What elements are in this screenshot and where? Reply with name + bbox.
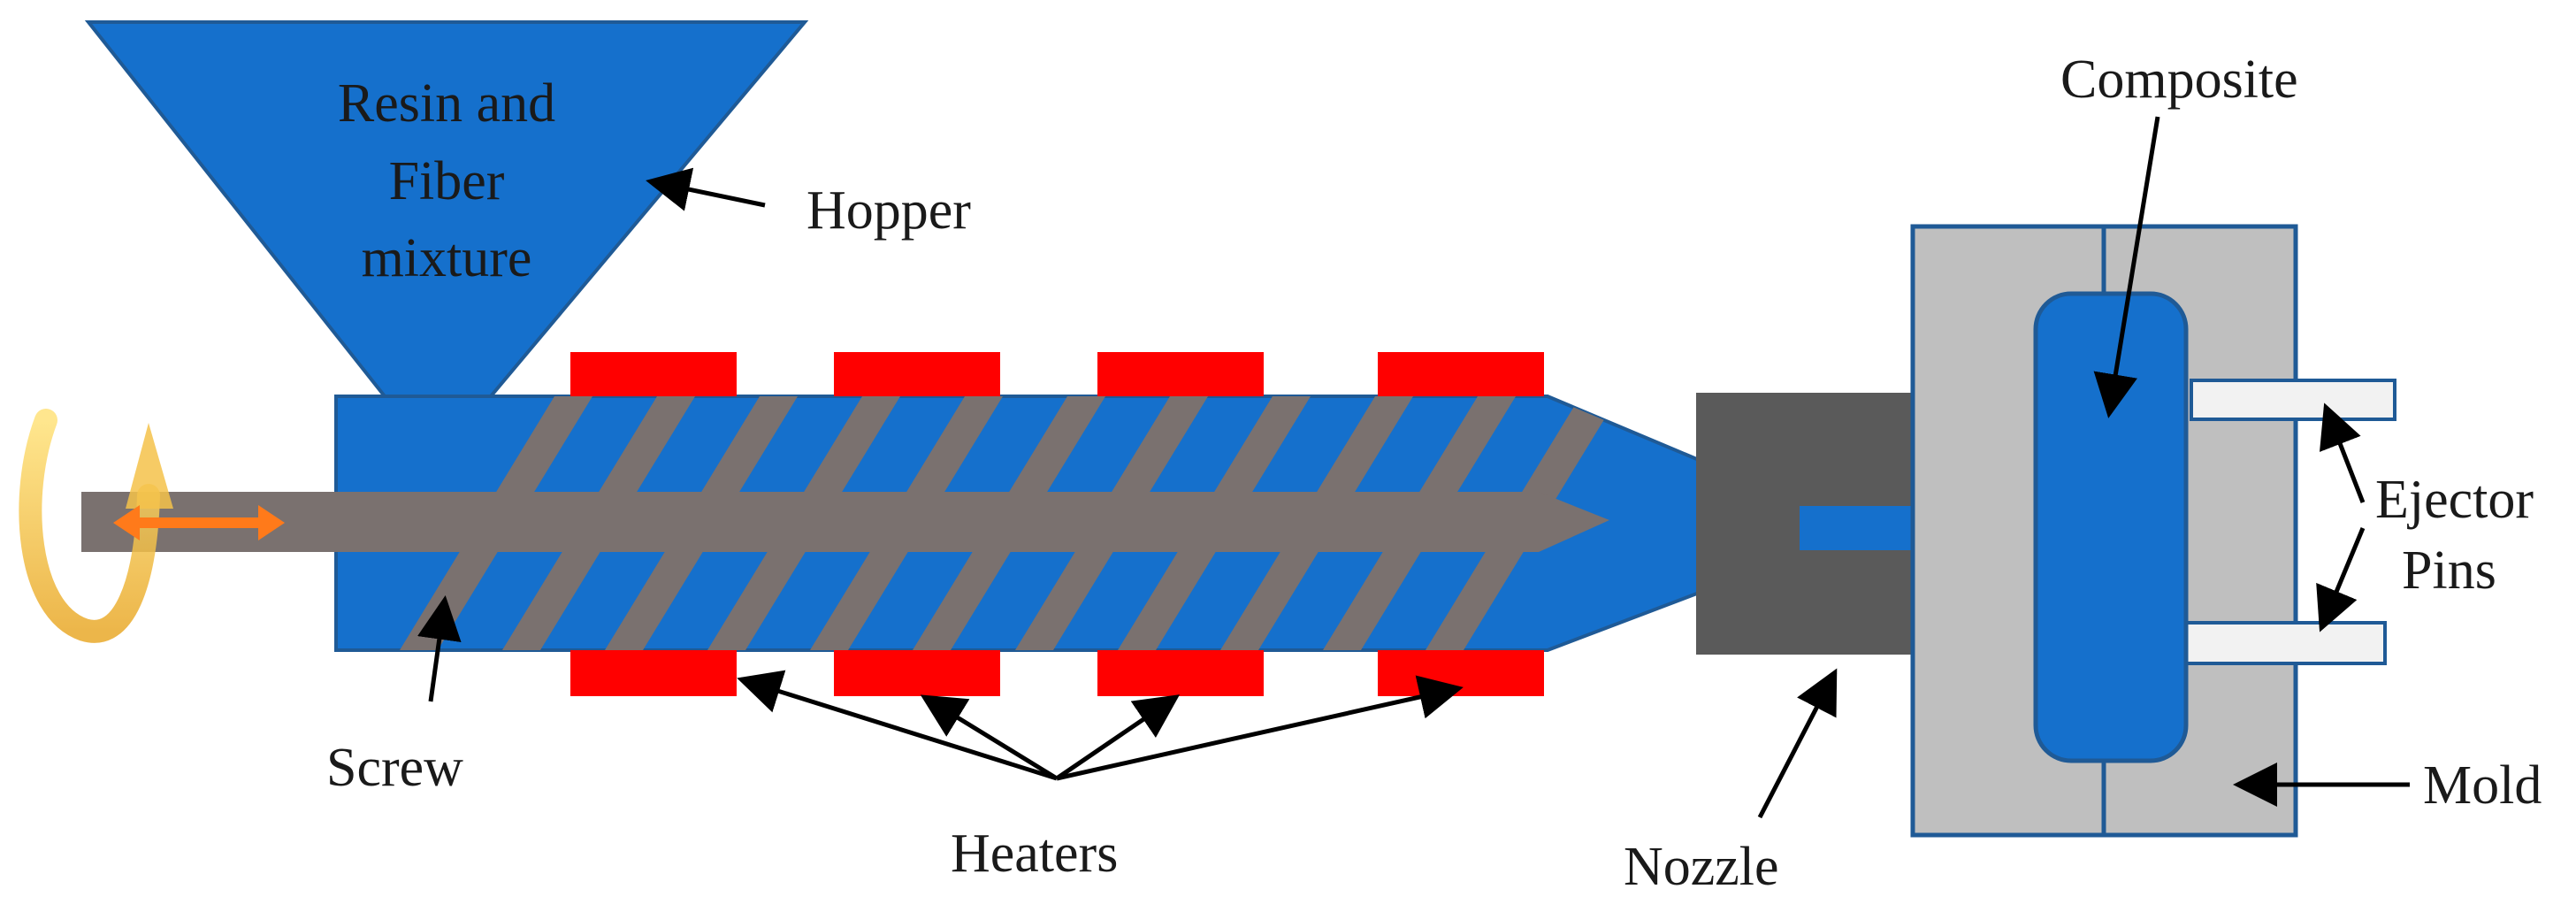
composite-pointer xyxy=(2093,116,2160,418)
composite-part xyxy=(2033,291,2189,763)
ejector-pin-bottom xyxy=(2178,621,2387,665)
hopper-contents-label-2: Fiber xyxy=(389,151,505,211)
screw-pointer xyxy=(417,595,462,702)
ejector-pins-label-2: Pins xyxy=(2402,540,2496,601)
composite-label: Composite xyxy=(2060,50,2298,110)
heaters-label: Heaters xyxy=(951,824,1118,884)
heater-pointer-3 xyxy=(1055,694,1181,781)
ejector-pin-top xyxy=(2190,379,2396,421)
heater-top-2 xyxy=(834,352,1000,396)
heater-bottom-3 xyxy=(1097,650,1264,696)
rotation-arrow-icon xyxy=(19,409,173,643)
heater-bottom-1 xyxy=(570,650,737,696)
hopper-pointer xyxy=(646,167,766,211)
heater-top-3 xyxy=(1097,352,1264,396)
nozzle-label: Nozzle xyxy=(1624,837,1779,897)
screw xyxy=(81,492,1609,552)
hopper-contents-label-1: Resin and xyxy=(338,73,555,134)
heater-pointer-4 xyxy=(1056,675,1464,781)
ejector-pointer-top xyxy=(2320,402,2366,503)
ejector-pins-label-1: Ejector xyxy=(2375,470,2534,530)
ejector-pointer-bottom xyxy=(2316,527,2366,632)
heater-pointer-1 xyxy=(737,670,1058,781)
mold-label: Mold xyxy=(2423,755,2542,816)
hopper-label: Hopper xyxy=(806,180,971,241)
nozzle-pointer xyxy=(1757,668,1838,819)
double-arrow-icon xyxy=(113,505,285,540)
heater-bottom-4 xyxy=(1378,650,1544,696)
heater-bottom-2 xyxy=(834,650,1000,696)
heater-top-4 xyxy=(1378,352,1544,396)
screw-label: Screw xyxy=(326,738,463,798)
heater-pointer-2 xyxy=(920,694,1059,781)
hopper-contents-label-3: mixture xyxy=(362,228,532,288)
heater-top-1 xyxy=(570,352,737,396)
pointer-arrows xyxy=(417,116,2410,819)
